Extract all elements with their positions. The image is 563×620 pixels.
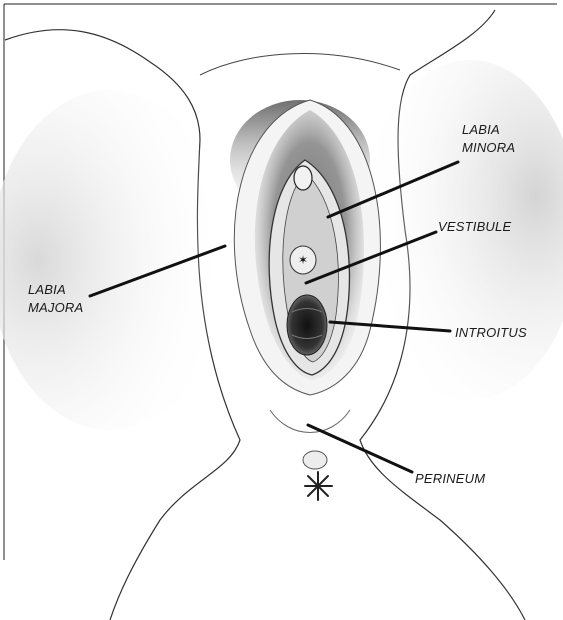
- clitoris-shape: [294, 166, 312, 190]
- svg-text:✶: ✶: [298, 253, 308, 267]
- label-introitus: INTROITUS: [455, 325, 527, 340]
- label-labia-majora-line1: LABIA: [28, 282, 66, 297]
- anus-shape: [305, 472, 332, 500]
- label-labia-minora-line1: LABIA: [462, 122, 500, 137]
- label-vestibule: VESTIBULE: [438, 219, 511, 234]
- label-labia-minora-line2: MINORA: [462, 140, 515, 155]
- label-labia-majora-line2: MAJORA: [28, 300, 83, 315]
- introitus-opening: [287, 295, 327, 355]
- urethral-opening: ✶: [290, 246, 316, 274]
- label-perineum: PERINEUM: [415, 471, 485, 486]
